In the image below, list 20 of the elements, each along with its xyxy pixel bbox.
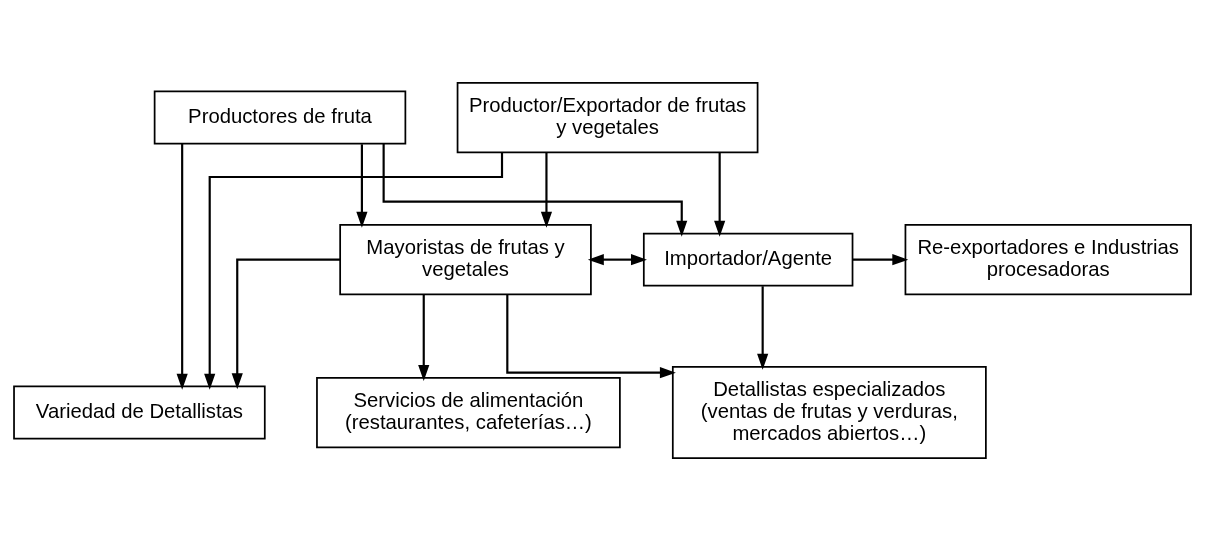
arrow: [231, 258, 341, 389]
arrow: [540, 152, 553, 228]
node-box: Importador/Agente: [642, 232, 854, 287]
arrow: [587, 253, 647, 265]
node-box: Detallistas especializados (ventas de frutas y verduras, mercados abiertos…): [671, 365, 987, 459]
arrow: [418, 294, 430, 381]
arrow: [757, 285, 769, 370]
arrow: [356, 143, 368, 228]
node-box: Mayoristas de frutas y vegetales: [339, 223, 592, 295]
arrow: [176, 143, 188, 390]
node-box: Servicios de alimentación (restaurantes, cafeterías…): [316, 376, 621, 448]
arrow: [714, 152, 726, 237]
arrow: [852, 253, 909, 265]
node-box: Productor/Exportador de frutas y vegetales: [456, 81, 759, 153]
node-box: Re-exportadores e Industrias procesadoras: [904, 223, 1192, 295]
arrow: [204, 152, 504, 390]
arrow: [382, 143, 688, 237]
arrow: [506, 294, 676, 378]
node-box: Productores de fruta: [153, 90, 407, 145]
node-box: Variedad de Detallistas: [13, 385, 266, 439]
